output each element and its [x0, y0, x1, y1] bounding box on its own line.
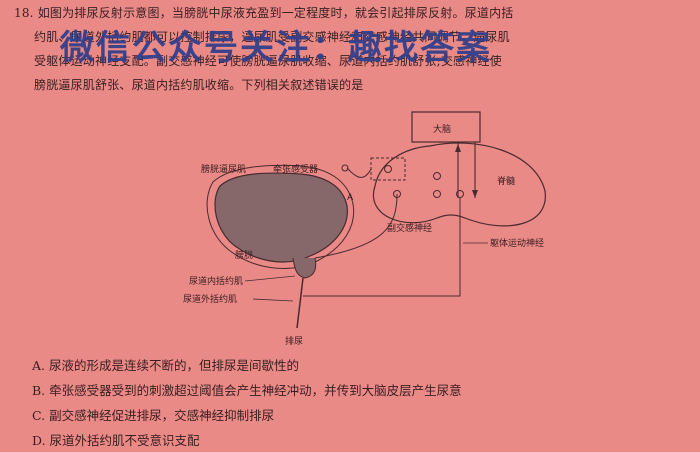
- ganglion-neuron: [384, 165, 392, 173]
- question-text-1: 如图为排尿反射示意图，当膀胱中尿液充盈到一定程度时，就会引起排尿反射。尿道内括: [37, 6, 514, 20]
- bladder-label: 膀胱: [235, 249, 253, 261]
- somatic-motor-nerve: [303, 198, 461, 297]
- bladder-neck: [292, 257, 317, 279]
- spinal-cord-label: 脊髓: [497, 175, 515, 187]
- question-line-3: 受躯体运动神经支配。副交感神经可使膀胱逼尿肌收缩、尿道内括约肌舒张;交感神经使: [34, 54, 502, 68]
- detrusor-label: 膀胱逼尿肌: [201, 163, 246, 175]
- option-d[interactable]: D. 尿道外括约肌不受意识支配: [32, 430, 200, 449]
- internal-sphincter-label: 尿道内括约肌: [189, 275, 243, 287]
- parasympathetic-label: 副交感神经: [387, 222, 432, 234]
- parasympathetic-nerve: [314, 193, 398, 259]
- brain-label: 大脑: [433, 123, 451, 135]
- bladder-shape: [214, 172, 348, 263]
- option-b[interactable]: B. 牵张感受器受到的刺激超过阈值会产生神经冲动，并传到大脑皮层产生尿意: [32, 380, 462, 399]
- urination-reflex-diagram: 大脑 脊髓 膀胱逼尿肌 牵张感受器 膀胱 尿道内括约肌 尿道外括约肌 排尿: [183, 111, 546, 347]
- urethra: [296, 277, 304, 329]
- brain-box: [411, 111, 481, 143]
- option-c[interactable]: C. 副交感神经促进排尿，交感神经抑制排尿: [32, 405, 274, 424]
- option-d-letter: D.: [32, 433, 46, 448]
- question-number: 18.: [14, 6, 34, 20]
- question-line-1: 18. 如图为排尿反射示意图，当膀胱中尿液充盈到一定程度时，就会引起排尿反射。尿…: [14, 4, 514, 21]
- detrusor-outline: [206, 164, 355, 269]
- option-a[interactable]: A. 尿液的形成是连续不断的，但排尿是间歇性的: [32, 355, 299, 374]
- question-line-4: 膀胱逼尿肌舒张、尿道内括约肌收缩。下列相关叙述错误的是: [34, 78, 364, 92]
- stretch-receptor-icon: [341, 164, 349, 172]
- watermark-overlay: 微信公众号关注：趣找答案: [60, 28, 492, 68]
- external-sphincter-label: 尿道外括约肌: [183, 293, 237, 305]
- option-c-letter: C.: [32, 408, 46, 423]
- option-c-text: 副交感神经促进排尿，交感神经抑制排尿: [49, 408, 275, 423]
- option-a-text: 尿液的形成是连续不断的，但排尿是间歇性的: [49, 358, 300, 373]
- question-line-2: 约肌、尿道外括约肌都可以控制排尿，逼尿肌受副交感神经和交感神经共同调节，逼尿肌: [34, 30, 510, 44]
- option-b-text: 牵张感受器受到的刺激超过阈值会产生神经冲动，并传到大脑皮层产生尿意: [49, 383, 462, 398]
- ascending-arrow: [455, 144, 461, 152]
- option-d-text: 尿道外括约肌不受意识支配: [49, 433, 200, 448]
- option-a-letter: A.: [32, 358, 46, 373]
- ganglion-box: [370, 157, 406, 181]
- spinal-cord-shape: [372, 142, 546, 227]
- neuron-2: [456, 190, 464, 198]
- label-a: A: [347, 193, 354, 203]
- neuron-1: [433, 172, 441, 180]
- internal-sphincter-pointer: [244, 275, 296, 282]
- neuron-4: [433, 190, 441, 198]
- descending-arrow: [472, 190, 478, 198]
- option-b-letter: B.: [32, 383, 46, 398]
- somatic-motor-label: 躯体运动神经: [490, 237, 544, 249]
- urination-label: 排尿: [285, 335, 303, 347]
- stretch-receptor-label: 牵张感受器: [273, 163, 318, 175]
- afferent-nerve: [346, 167, 372, 178]
- external-sphincter-pointer: [252, 298, 294, 302]
